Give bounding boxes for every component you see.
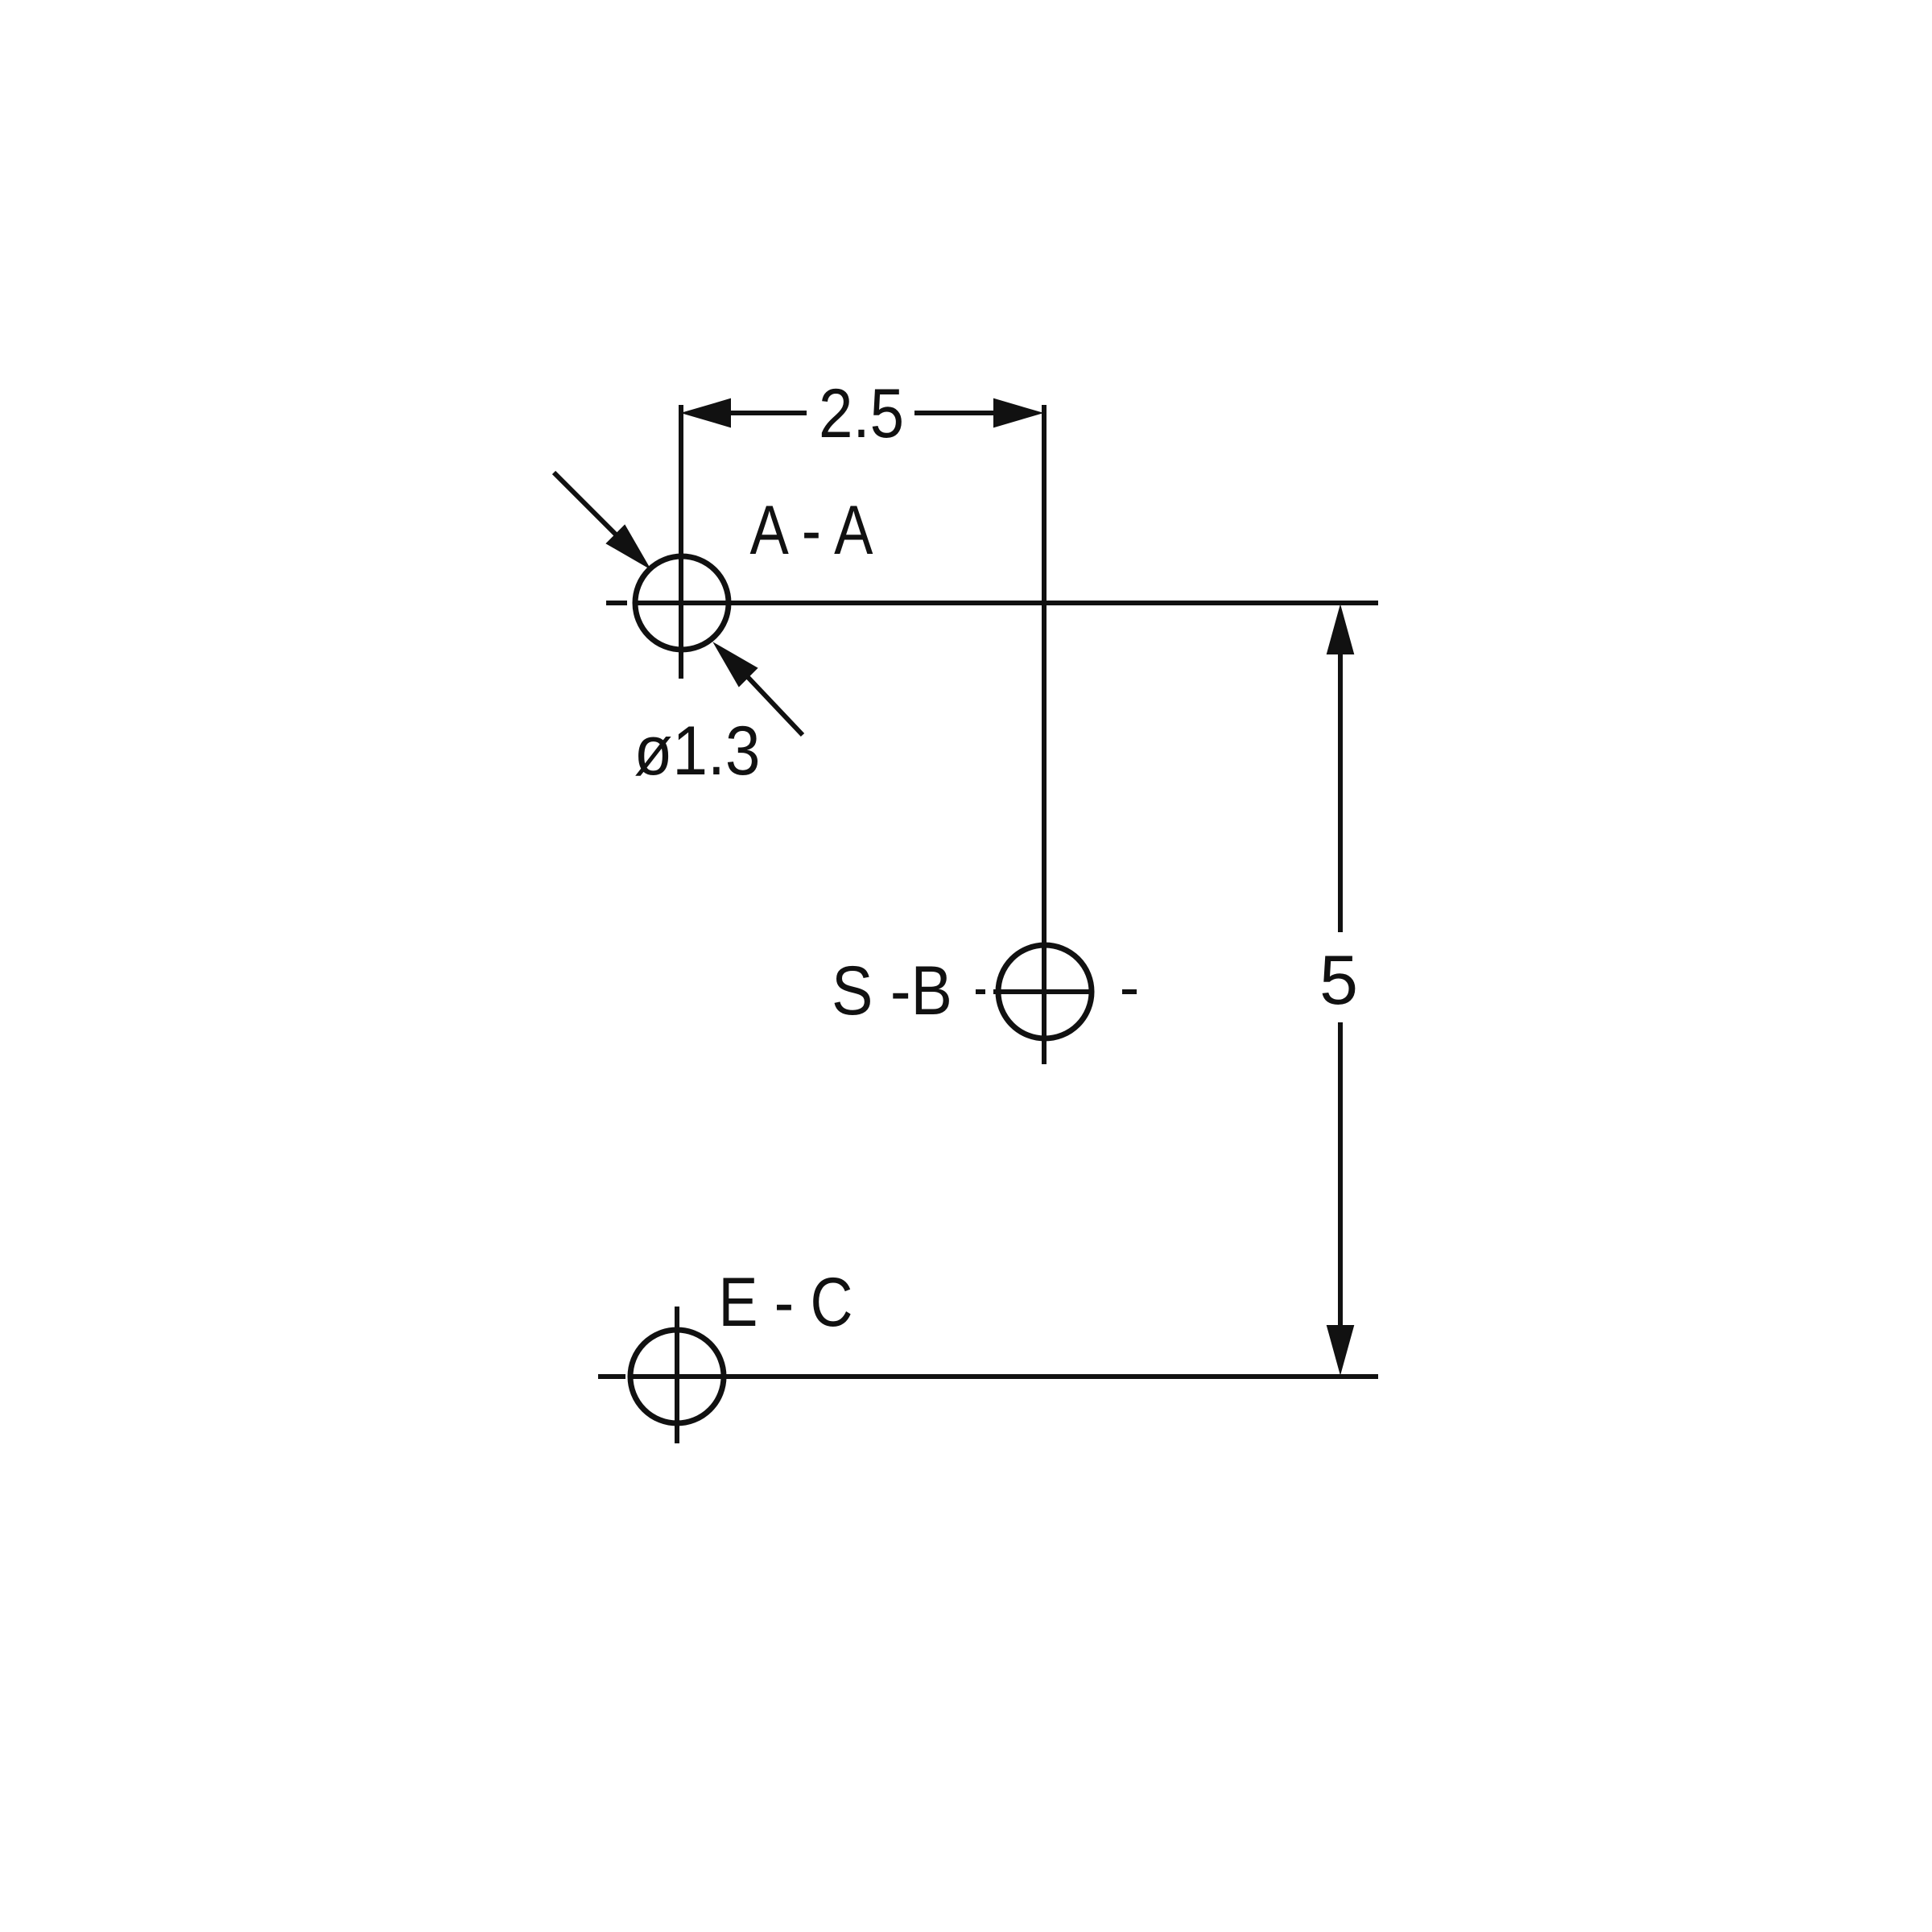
- dimension-value-pitch-y: 5: [1319, 942, 1358, 1019]
- dimension-value-pitch-x: 2.5: [819, 375, 904, 452]
- hole-c-circle: [627, 1327, 727, 1426]
- section-label-a: A - A: [750, 492, 874, 569]
- leader-arrowhead-upper-icon: [605, 524, 651, 570]
- dimension-horizontal-pitch: 2.5: [679, 375, 1046, 1064]
- hole-a: A - A ø1.3: [551, 470, 1378, 790]
- diameter-callout: ø1.3: [634, 712, 761, 790]
- arrowhead-right-icon: [993, 398, 1044, 428]
- hole-b-circle: [995, 942, 1095, 1042]
- section-label-c: E - C: [719, 1264, 853, 1341]
- hole-b: S -B: [832, 942, 1137, 1042]
- leader-line-upper: [551, 470, 621, 539]
- section-label-b: S -B: [832, 952, 952, 1030]
- hole-a-circle: [632, 553, 732, 653]
- arrowhead-down-icon: [1326, 1325, 1355, 1376]
- arrowhead-left-icon: [680, 398, 731, 428]
- hole-c: E - C: [598, 1264, 1378, 1443]
- dimension-vertical-pitch: 5: [1319, 604, 1358, 1376]
- arrowhead-up-icon: [1326, 604, 1355, 654]
- leader-arrowhead-lower-icon: [712, 642, 758, 687]
- leader-line-lower: [743, 672, 805, 737]
